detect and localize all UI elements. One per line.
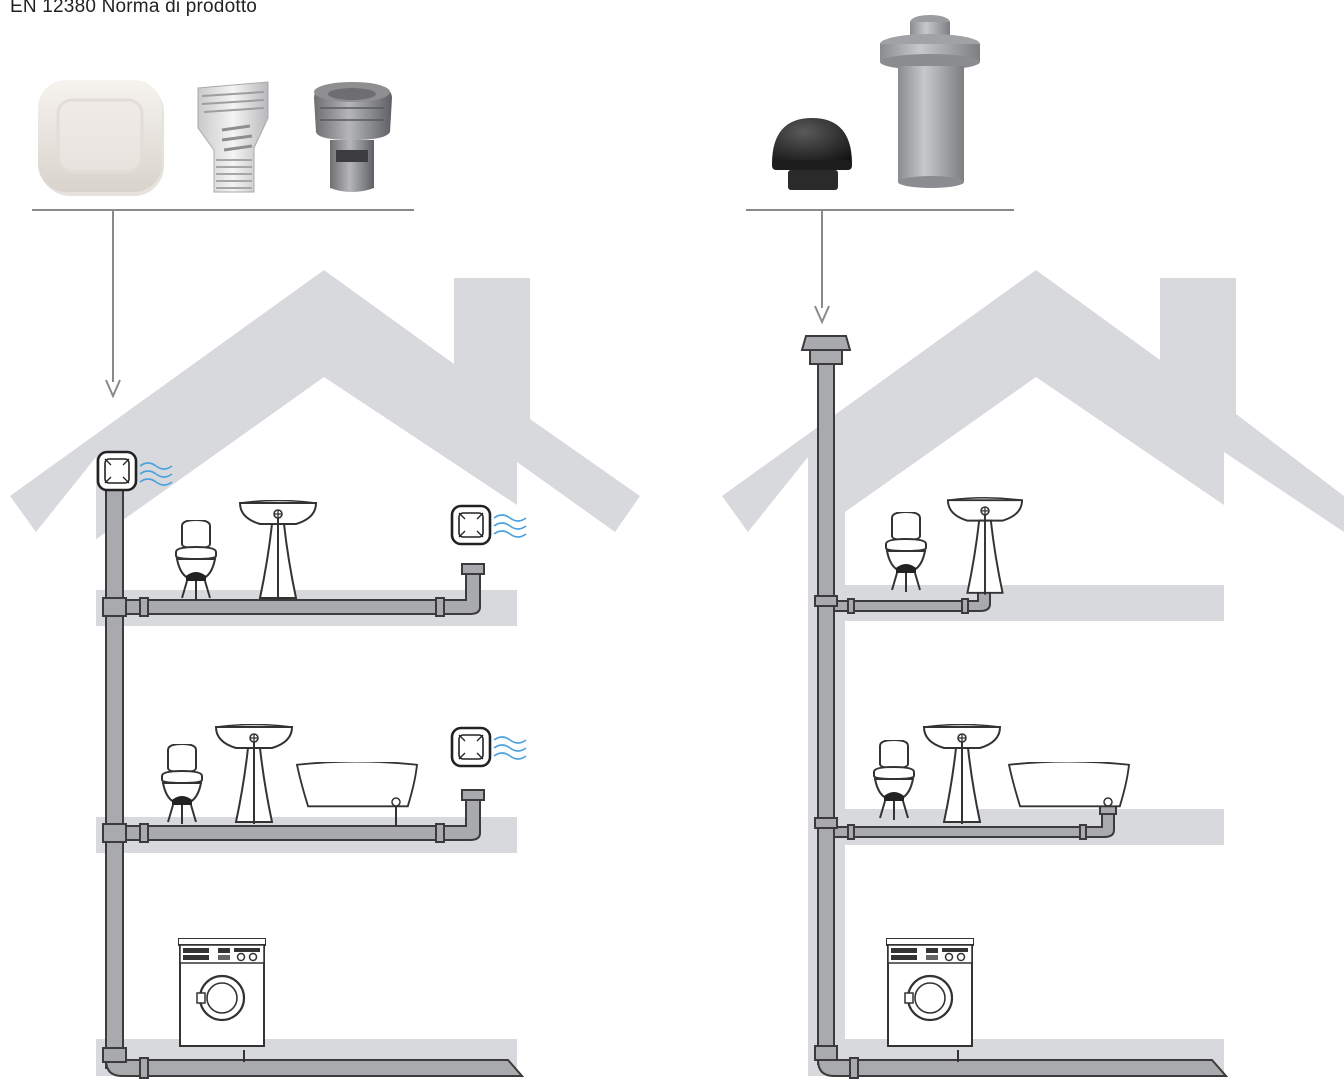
product-grey-vent-pipe — [880, 15, 980, 188]
air-admittance-valve-middle-floor — [452, 728, 490, 766]
product-air-valve-grey-cap — [314, 82, 392, 192]
air-admittance-valve-roof — [98, 452, 136, 490]
product-air-valve-square-cover — [38, 80, 164, 196]
product-black-vent-cap — [772, 118, 852, 190]
product-air-valve-threaded-adapter — [198, 82, 268, 192]
house-left — [10, 270, 640, 1076]
air-admittance-valve-top-floor — [452, 506, 490, 544]
washing-machine-left — [178, 938, 266, 1062]
product-shelf-right — [746, 210, 1014, 322]
house-right — [722, 270, 1344, 1076]
washing-machine-right — [886, 938, 974, 1062]
bathtub-right-middle — [1009, 762, 1129, 807]
